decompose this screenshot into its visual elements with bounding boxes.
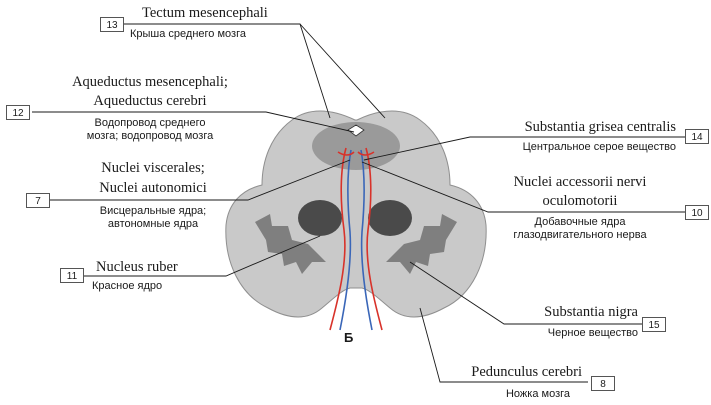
tectum-russian-label: Крыша среднего мозга	[130, 28, 246, 41]
accessory-russian-line1: Добавочные ядра	[480, 216, 680, 229]
nigra-latin-label: Substantia nigra	[500, 302, 638, 322]
red-nucleus-right	[368, 200, 412, 236]
grisea-latin-label: Substantia grisea centralis	[462, 117, 676, 137]
label-number-13: 13	[100, 17, 124, 32]
visceral-latin-line1: Nuclei viscerales;	[58, 158, 248, 178]
red-nucleus-left	[298, 200, 342, 236]
tectum-latin-label: Tectum mesencephali	[142, 3, 268, 23]
label-number-14: 14	[685, 129, 709, 144]
aqueduct-russian-line2: мозга; водопровод мозга	[40, 130, 260, 143]
label-number-7: 7	[26, 193, 50, 208]
panel-letter: Б	[344, 330, 353, 345]
accessory-latin-line2: oculomotorii	[480, 191, 680, 211]
accessory-russian-line2: глазодвигательного нерва	[480, 229, 680, 242]
nigra-russian-label: Черное вещество	[500, 327, 638, 340]
peduncle-latin-label: Pedunculus cerebri	[430, 362, 582, 382]
aqueduct-latin-line2: Aqueductus cerebri	[40, 91, 260, 111]
aqueduct-russian-line1: Водопровод среднего	[40, 117, 260, 130]
visceral-russian-line1: Висцеральные ядра;	[58, 205, 248, 218]
label-number-11: 11	[60, 268, 84, 283]
label-number-12: 12	[6, 105, 30, 120]
label-number-10: 10	[685, 205, 709, 220]
ruber-russian-label: Красное ядро	[92, 280, 162, 293]
peduncle-russian-label: Ножка мозга	[430, 388, 570, 401]
aqueduct-latin-line1: Aqueductus mesencephali;	[40, 72, 260, 92]
ruber-latin-label: Nucleus ruber	[96, 257, 178, 277]
label-number-8: 8	[591, 376, 615, 391]
accessory-latin-line1: Nuclei accessorii nervi	[480, 172, 680, 192]
visceral-russian-line2: автономные ядра	[58, 218, 248, 231]
label-number-15: 15	[642, 317, 666, 332]
grisea-russian-label: Центральное серое вещество	[462, 141, 676, 154]
visceral-latin-line2: Nuclei autonomici	[58, 178, 248, 198]
